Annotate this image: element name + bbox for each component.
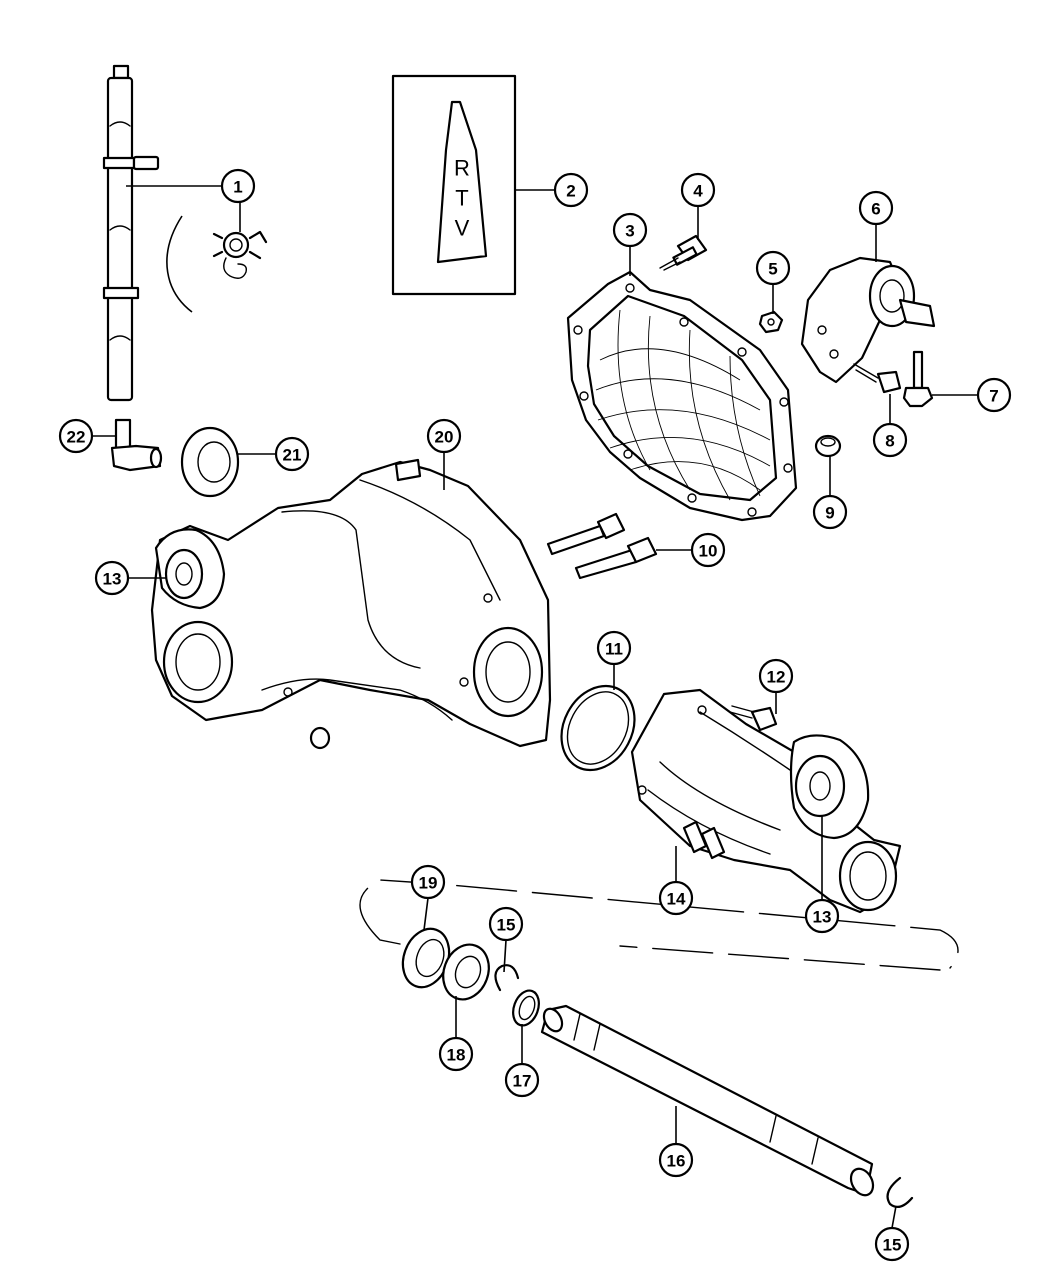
callout-15-lower: 15 xyxy=(874,1226,910,1262)
vent-hose-part xyxy=(102,64,268,402)
callout-13-housing: 13 xyxy=(94,560,130,596)
callout-9: 9 xyxy=(812,494,848,530)
callout-label: 5 xyxy=(768,260,777,279)
callout-label: 10 xyxy=(699,542,718,561)
bracket-bolt-short-part xyxy=(853,363,902,394)
callout-label: 11 xyxy=(605,640,623,659)
fill-plug-part xyxy=(814,434,842,458)
cover-bolt-part xyxy=(659,234,708,271)
snap-ring-part-b xyxy=(886,1176,914,1209)
axle-tube-part xyxy=(630,688,902,914)
callout-15-upper: 15 xyxy=(488,906,524,942)
callout-4: 4 xyxy=(680,172,716,208)
callout-label: 20 xyxy=(435,428,454,447)
callout-19: 19 xyxy=(410,864,446,900)
callout-label: 15 xyxy=(497,916,516,935)
callout-label: 15 xyxy=(883,1236,902,1255)
callout-label: 13 xyxy=(103,570,122,589)
callout-label: 14 xyxy=(667,890,686,909)
callout-2: 2 xyxy=(553,172,589,208)
hose-clip-detail xyxy=(212,230,268,279)
callout-1: 1 xyxy=(220,168,256,204)
callout-label: 17 xyxy=(513,1072,532,1091)
tube-bolt-part xyxy=(729,705,778,732)
o-ring-part xyxy=(560,684,636,772)
rtv-letter-t: T xyxy=(455,186,468,211)
vent-fitting-part xyxy=(110,418,163,472)
mount-bracket-part xyxy=(800,256,936,384)
callout-17: 17 xyxy=(504,1062,540,1098)
shaft-assembly-outline xyxy=(359,879,959,971)
differential-cover-part xyxy=(566,270,798,522)
callout-label: 3 xyxy=(625,222,634,241)
callout-12: 12 xyxy=(758,658,794,694)
callout-16: 16 xyxy=(658,1142,694,1178)
callout-label: 18 xyxy=(447,1046,466,1065)
callout-13-tube: 13 xyxy=(804,898,840,934)
callout-label: 4 xyxy=(693,182,703,201)
callout-3: 3 xyxy=(612,212,648,248)
callout-label: 16 xyxy=(667,1152,686,1171)
rtv-letter-v: V xyxy=(455,216,470,241)
callout-label: 22 xyxy=(67,428,86,447)
callout-label: 12 xyxy=(767,668,786,687)
snap-ring-part-a xyxy=(494,964,520,992)
callout-label: 19 xyxy=(419,874,438,893)
callout-18: 18 xyxy=(438,1036,474,1072)
nut-part xyxy=(758,310,784,334)
callout-label: 21 xyxy=(283,446,302,465)
callout-11: 11 xyxy=(596,630,632,666)
callout-22: 22 xyxy=(58,418,94,454)
callout-6: 6 xyxy=(858,190,894,226)
callout-label: 8 xyxy=(885,432,894,451)
callout-5: 5 xyxy=(755,250,791,286)
leader-lines xyxy=(92,185,978,1229)
callout-label: 1 xyxy=(233,178,242,197)
callout-label: 7 xyxy=(989,387,998,406)
bracket-bolt-part xyxy=(902,350,934,408)
long-bolts-part xyxy=(546,512,658,580)
callout-7: 7 xyxy=(976,377,1012,413)
rtv-sealant-part: R T V xyxy=(391,74,517,296)
callout-20: 20 xyxy=(426,418,462,454)
callout-label: 6 xyxy=(871,200,880,219)
callout-10: 10 xyxy=(690,532,726,568)
axle-shaft-part xyxy=(540,1004,875,1197)
axle-seal-part xyxy=(180,426,240,498)
callout-14: 14 xyxy=(658,880,694,916)
callout-8: 8 xyxy=(872,422,908,458)
spacer-ring-part xyxy=(512,989,540,1027)
callout-label: 9 xyxy=(825,504,834,523)
callout-21: 21 xyxy=(274,436,310,472)
callout-label: 2 xyxy=(566,182,575,201)
callout-label: 13 xyxy=(813,908,832,927)
axle-housing-part xyxy=(150,458,552,750)
rtv-letter-r: R xyxy=(454,156,470,181)
